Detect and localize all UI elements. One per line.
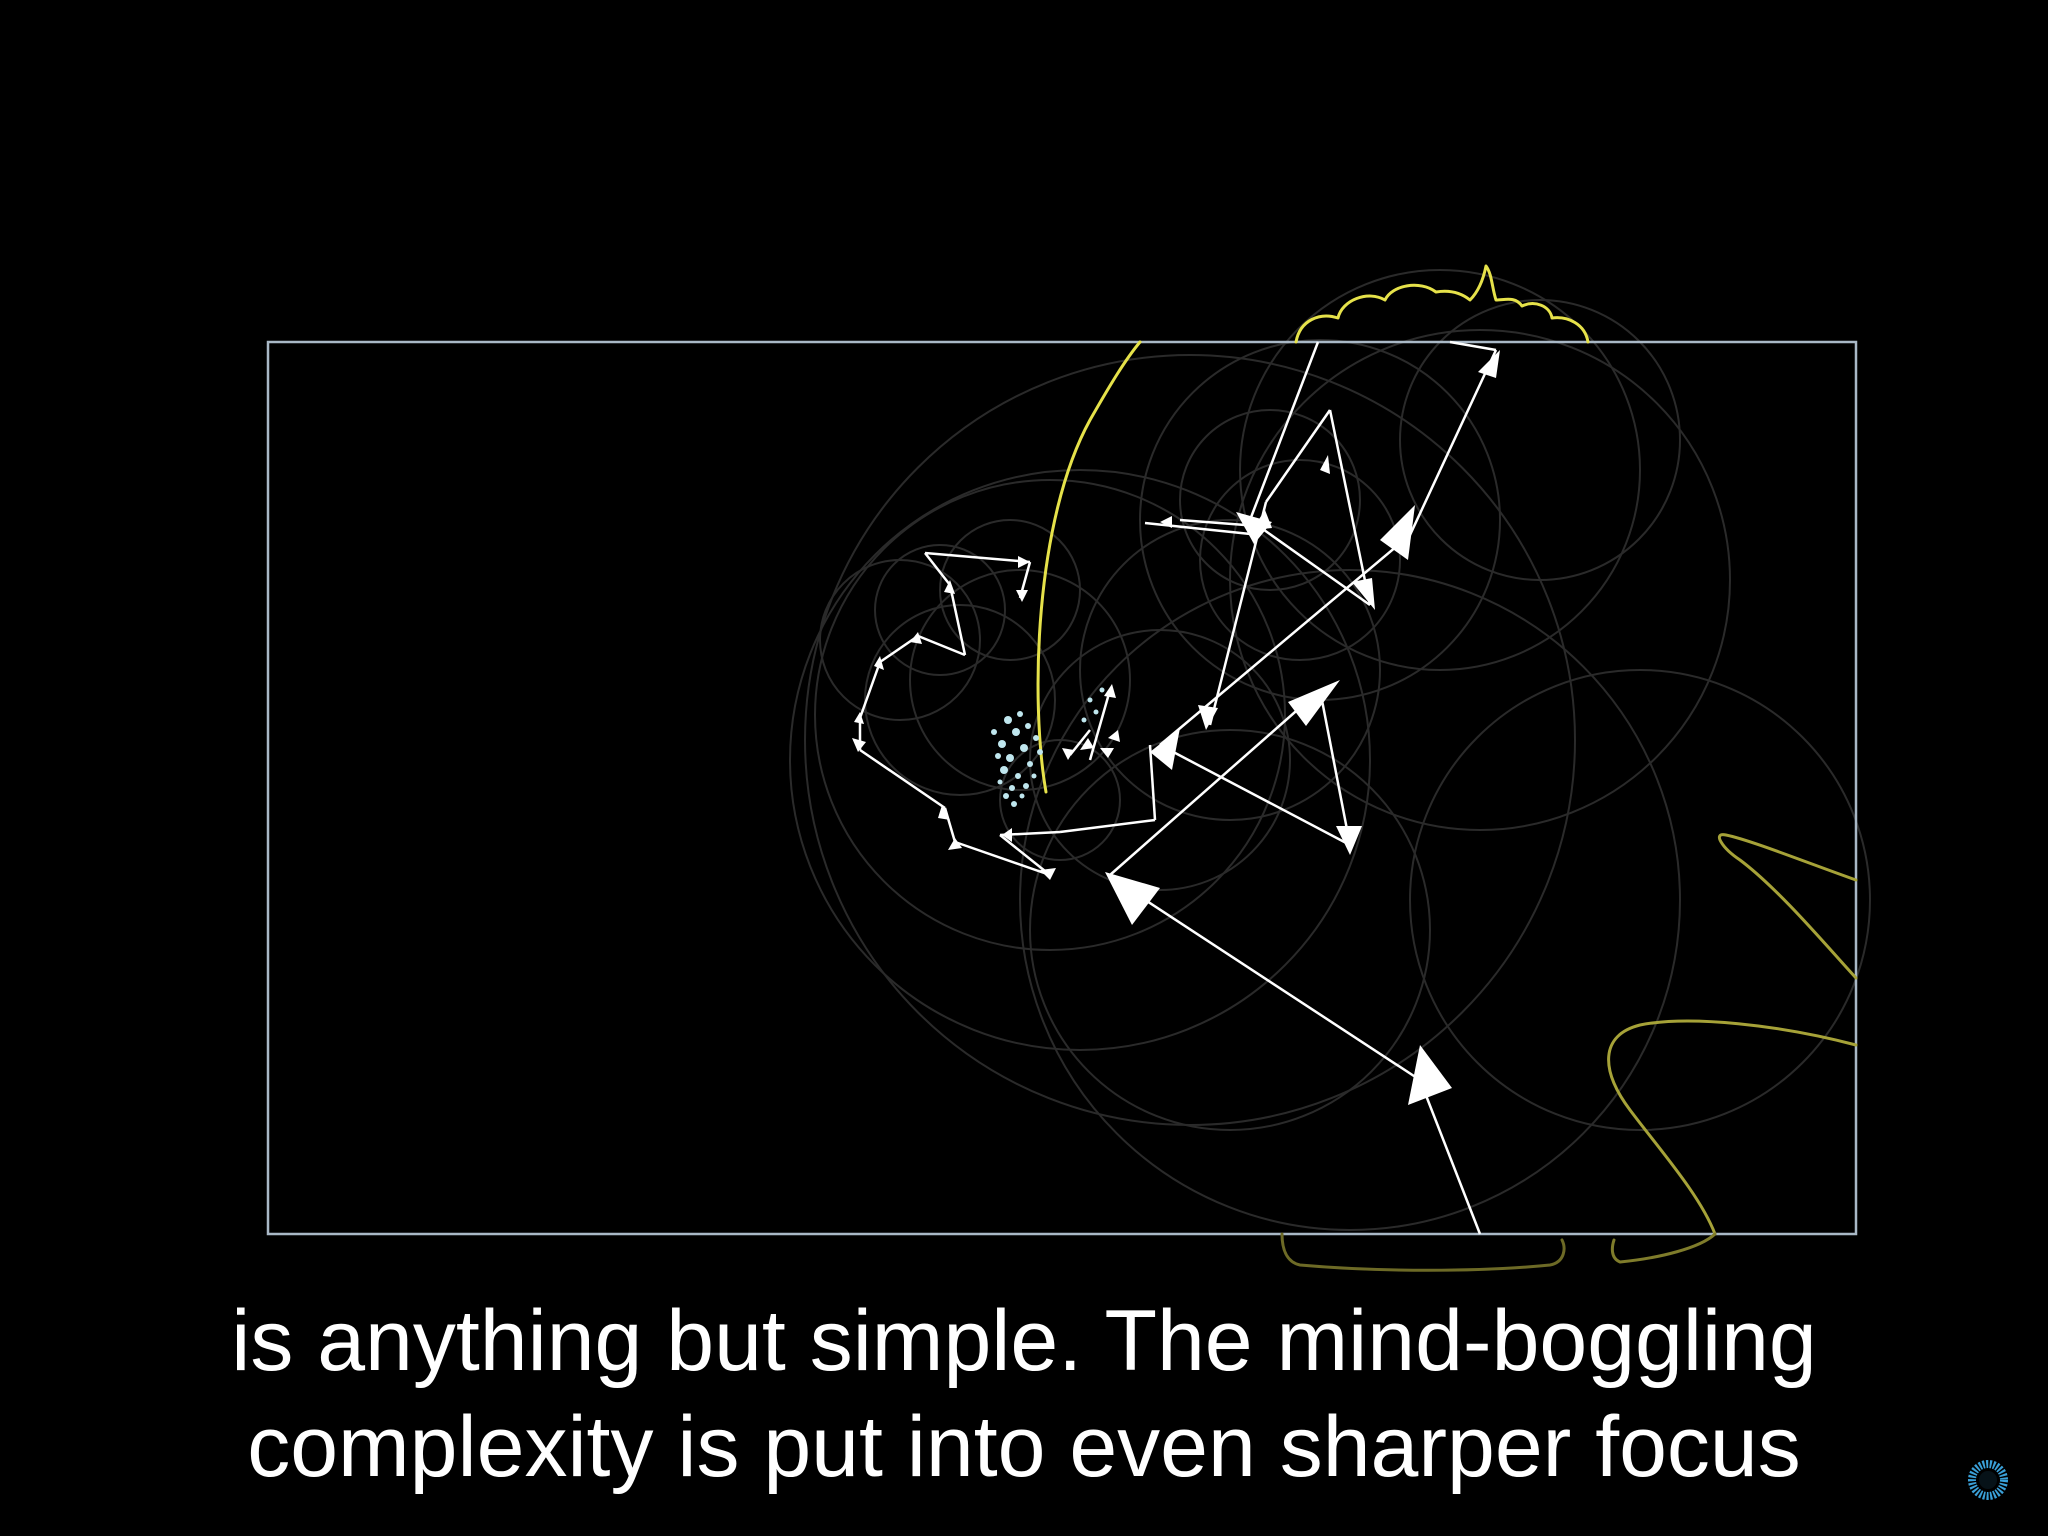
cluster-arrowheads [1062, 730, 1120, 760]
particle-cluster [991, 687, 1105, 807]
vector-arrowheads [852, 350, 1500, 1105]
caption-line-2: complexity is put into even sharper focu… [247, 1399, 1801, 1495]
epicycle-circles [789, 269, 1871, 1231]
loading-ring-icon [1968, 1460, 2008, 1500]
caption-line-1: is anything but simple. The mind-bogglin… [231, 1293, 1817, 1389]
vector-arms [858, 340, 1498, 1235]
traced-path [1036, 264, 1858, 1272]
drawing-frame [266, 340, 1858, 1236]
subtitle-caption: is anything but simple. The mind-bogglin… [0, 1288, 2048, 1500]
